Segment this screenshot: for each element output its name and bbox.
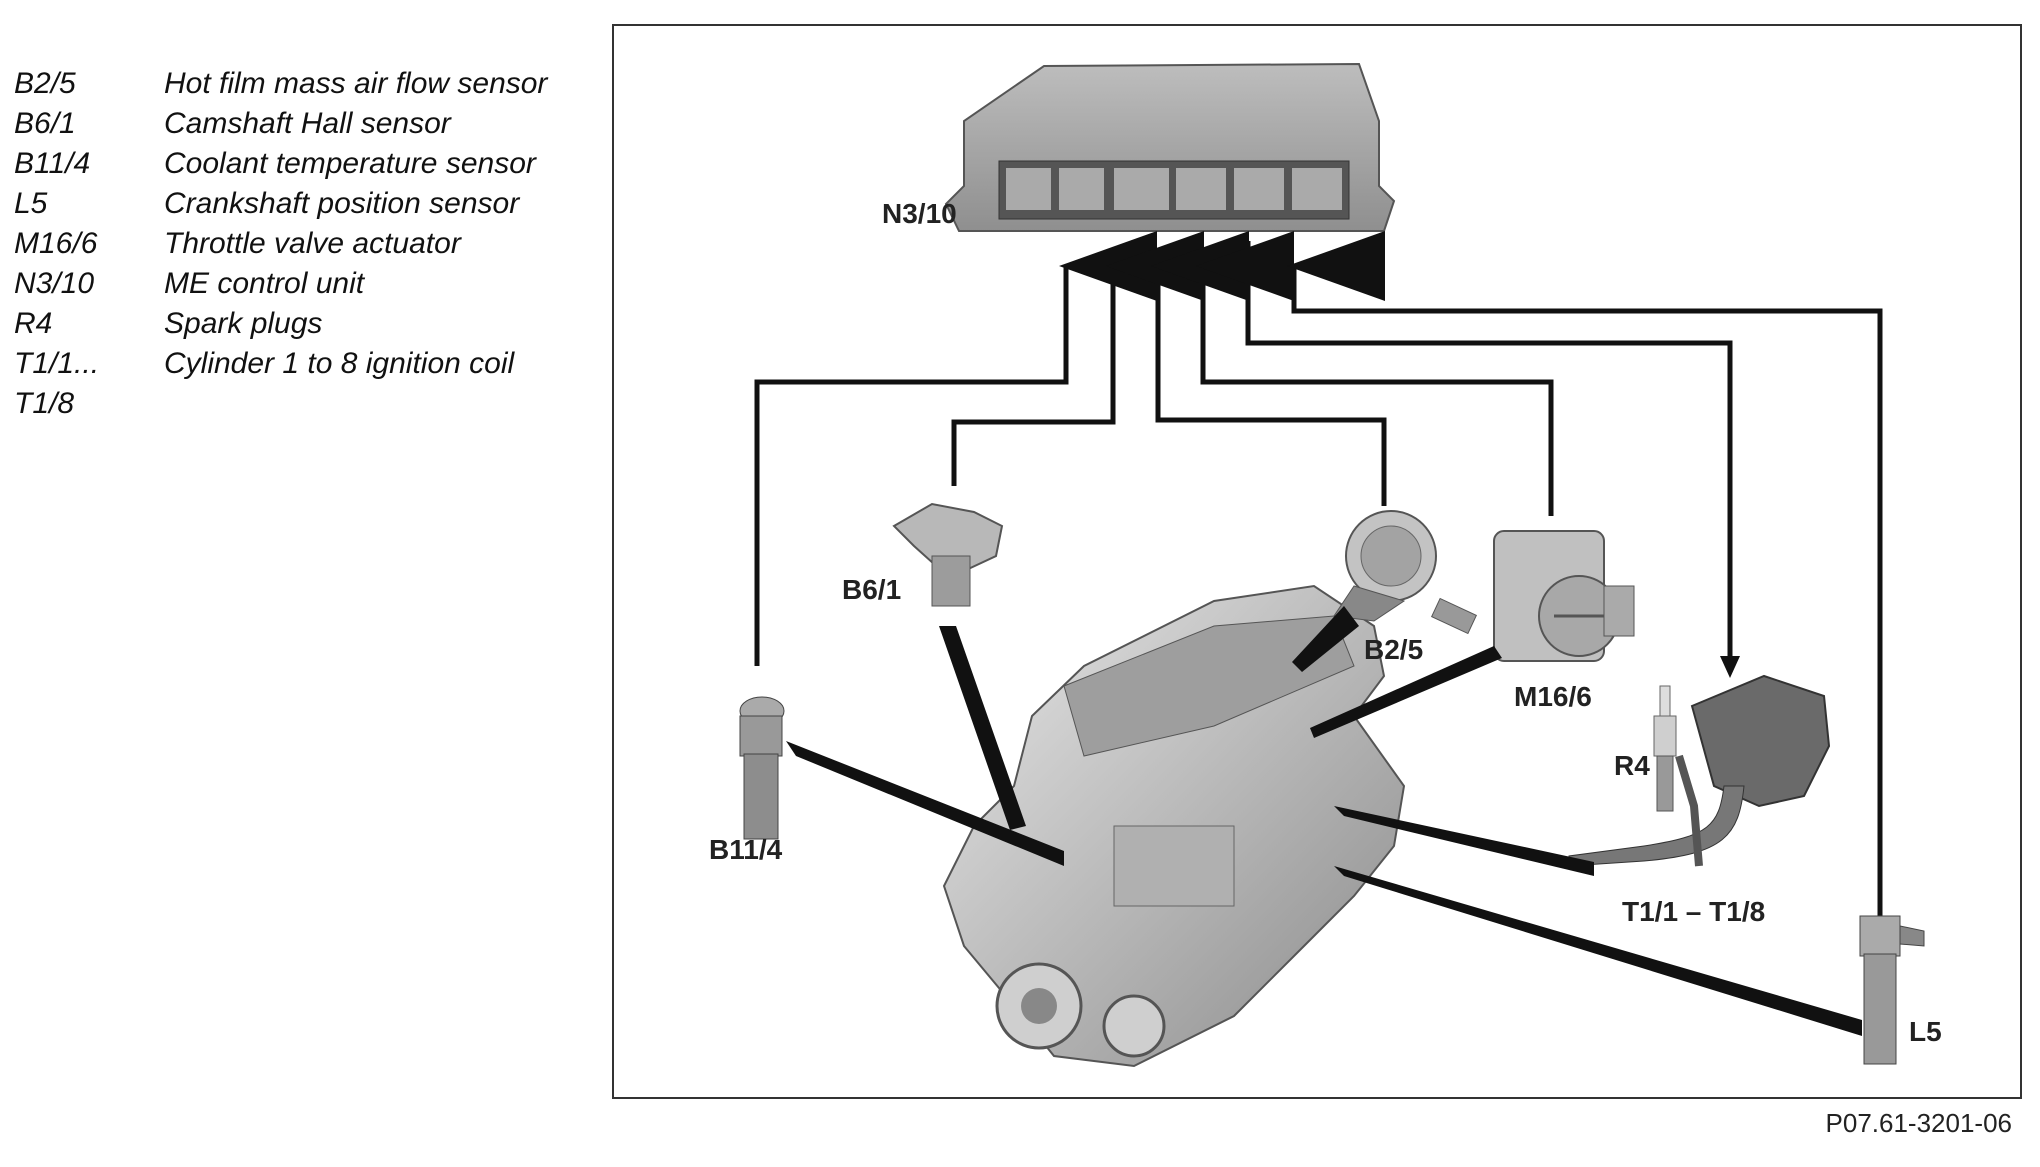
diagram-frame: N3/10 B6/1 B2/5 M16/6 R4 B11/4 T1/1 – T1… (612, 24, 2022, 1099)
legend-code: B11/4 (14, 147, 91, 180)
label-b6-1: B6/1 (842, 574, 902, 605)
label-b2-5: B2/5 (1364, 634, 1424, 665)
pointer-b2-5 (1292, 606, 1359, 672)
diagram-svg (739, 62, 1925, 1068)
camshaft-sensor-b6-1 (892, 502, 1004, 607)
spark-plug-r4 (1653, 685, 1677, 812)
legend-desc: Throttle valve actuator (164, 227, 461, 260)
legend-code: T1/1... (14, 347, 100, 380)
legend-row-t1-1: T1/1... Cylinder 1 to 8 ignition coil (14, 344, 594, 384)
legend-desc: Spark plugs (164, 307, 323, 340)
legend-code: B6/1 (14, 107, 76, 140)
legend-row-t1-8: T1/8 (14, 384, 594, 424)
legend-code: B2/5 (14, 67, 76, 100)
legend-desc: Coolant temperature sensor (164, 147, 536, 180)
legend-desc: Crankshaft position sensor (164, 187, 520, 220)
legend-row-m16-6: M16/6 Throttle valve actuator (14, 224, 594, 264)
crankshaft-sensor-l5 (1859, 915, 1925, 1065)
pointer-b6-1 (939, 626, 1026, 830)
legend: B2/5 Hot film mass air flow sensor B6/1 … (14, 64, 594, 424)
ecu-n3-10 (944, 62, 1396, 232)
coolant-sensor-b11-4 (739, 696, 785, 840)
legend-desc (164, 384, 594, 424)
label-r4: R4 (1614, 750, 1650, 781)
pointer-t1 (1334, 806, 1594, 876)
label-m16-6: M16/6 (1514, 681, 1592, 712)
legend-code: N3/10 (14, 267, 95, 300)
figure-id: P07.61-3201-06 (1825, 1108, 2012, 1138)
legend-desc: Hot film mass air flow sensor (164, 67, 548, 100)
legend-row-n3-10: N3/10 ME control unit (14, 264, 594, 304)
pointer-b11-4 (786, 741, 1064, 866)
legend-code: M16/6 (14, 227, 98, 260)
legend-desc: Camshaft Hall sensor (164, 107, 451, 140)
legend-row-b11-4: B11/4 Coolant temperature sensor (14, 144, 594, 184)
legend-desc: Cylinder 1 to 8 ignition coil (164, 347, 515, 380)
legend-row-l5: L5 Crankshaft position sensor (14, 184, 594, 224)
label-l5: L5 (1909, 1016, 1942, 1047)
wiring (754, 231, 1883, 916)
legend-row-b2-5: B2/5 Hot film mass air flow sensor (14, 64, 594, 104)
label-b11-4: B11/4 (709, 834, 783, 865)
legend-row-r4: R4 Spark plugs (14, 304, 594, 344)
throttle-actuator-m16-6 (1493, 530, 1635, 662)
pointer-l5 (1334, 866, 1862, 1036)
legend-desc: ME control unit (164, 267, 365, 300)
legend-code: R4 (14, 307, 53, 340)
engine (942, 584, 1406, 1068)
legend-code: L5 (14, 187, 48, 220)
legend-row-b6-1: B6/1 Camshaft Hall sensor (14, 104, 594, 144)
label-t1: T1/1 – T1/8 (1622, 896, 1766, 927)
pointer-m16-6 (1310, 646, 1502, 738)
maf-sensor-b2-5 (1333, 510, 1478, 635)
ignition-coil-t1 (1568, 674, 1831, 867)
label-n3-10: N3/10 (882, 198, 957, 229)
legend-code: T1/8 (14, 387, 75, 420)
